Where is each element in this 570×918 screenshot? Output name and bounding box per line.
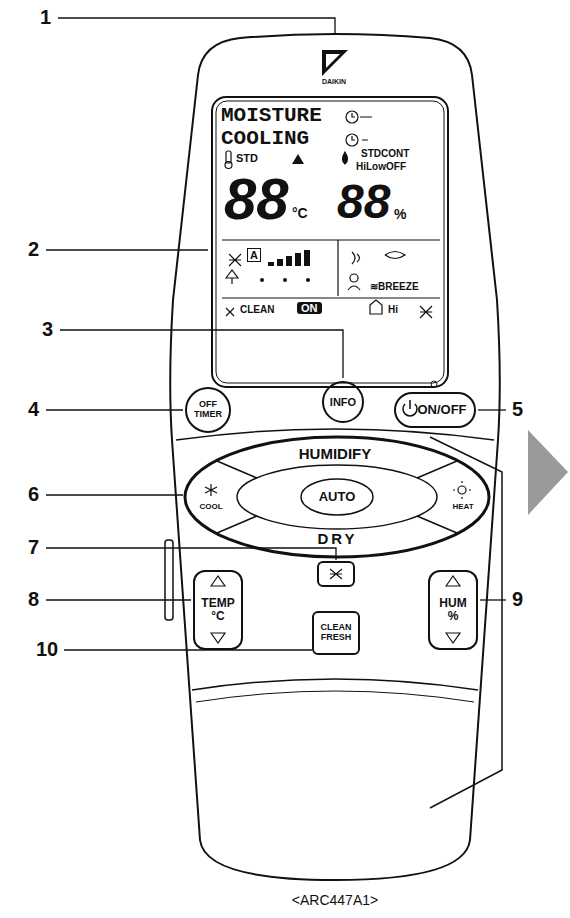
display-text: ≋BREEZE: [370, 281, 419, 292]
button-label: OFF TIMER: [191, 400, 225, 420]
hum-button: HUM %: [428, 570, 478, 650]
button-label: COOL: [199, 503, 222, 512]
button-label: INFO: [330, 396, 356, 408]
display-text: DAIKIN: [322, 78, 346, 86]
remote-body: DAIKIN MOISTURE COOLING STD STDCONT HiLowOFF…: [165, 38, 501, 880]
display-text: 88: [337, 178, 390, 226]
display-text: STDCONT: [361, 148, 409, 159]
callout-number: 3: [42, 318, 53, 341]
callout-number: 2: [28, 238, 39, 261]
display-text: ON: [297, 302, 322, 314]
display-text: %: [394, 207, 406, 222]
lcd-display: MOISTURE COOLINGSTDSTDCONTHiLowOFF88°C88…: [212, 97, 448, 387]
display-text: MOISTURE COOLING: [221, 104, 322, 150]
display-text: Hi: [388, 304, 398, 315]
temp-button: TEMP °C: [193, 570, 243, 650]
dry-button: DRY: [280, 529, 395, 550]
display-text: 88: [224, 170, 289, 228]
model-caption: <ARC447A1>: [292, 892, 378, 909]
button-label: TEMP °C: [198, 597, 238, 623]
callout-number: 4: [28, 398, 39, 421]
off-timer-button: OFF TIMER: [185, 387, 231, 433]
button-label: DRY: [317, 531, 357, 548]
button-label: HUM %: [436, 597, 470, 623]
display-text: STD: [236, 152, 258, 164]
clean-fresh-button: CLEAN FRESH: [312, 611, 360, 655]
callout-number: 8: [28, 588, 39, 611]
button-label: AUTO: [319, 490, 356, 504]
button-label: CLEAN FRESH: [317, 623, 355, 643]
callout-number: 7: [28, 536, 39, 559]
callout-number: 10: [36, 638, 58, 661]
cool-button: COOL: [190, 500, 232, 514]
callout-number: 6: [28, 483, 39, 506]
humidify-button: HUMIDIFY: [250, 444, 420, 465]
button-label: HUMIDIFY: [299, 446, 372, 463]
on-off-button: ON/OFF: [394, 392, 476, 428]
button-label: ON/OFF: [417, 403, 466, 417]
display-text: HiLowOFF: [356, 161, 406, 172]
display-text: °C: [292, 206, 308, 221]
button-label: HEAT: [452, 503, 473, 512]
display-text: A: [247, 248, 261, 262]
callout-number: 5: [512, 398, 523, 421]
display-text: CLEAN: [240, 304, 274, 315]
callout-number: 9: [512, 588, 523, 611]
callout-number: 1: [40, 6, 51, 29]
heat-button: HEAT: [442, 500, 484, 514]
auto-button: AUTO: [305, 487, 369, 507]
info-button: INFO: [322, 381, 364, 423]
